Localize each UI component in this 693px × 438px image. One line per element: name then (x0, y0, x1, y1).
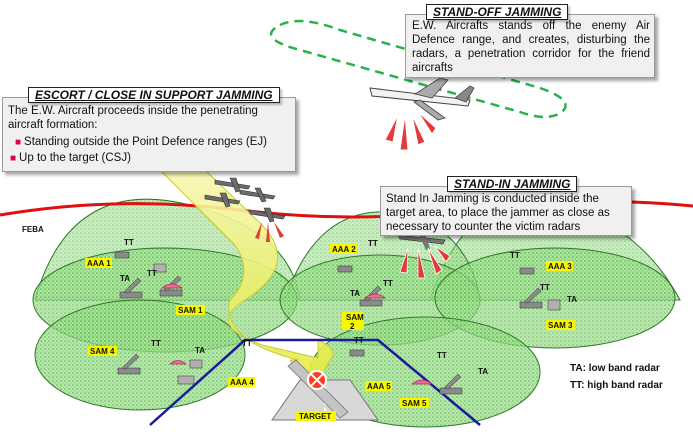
aaa3-label: AAA 3 (548, 262, 572, 271)
escort-bullet-2: ■Up to the target (CSJ) (10, 151, 131, 166)
tt-label: TT (510, 251, 520, 260)
tt-label: TT (437, 351, 447, 360)
escort-bullet-2-text: Up to the target (CSJ) (19, 152, 131, 164)
sam1-label: SAM 1 (178, 306, 203, 315)
aaa4-label: AAA 4 (230, 378, 254, 387)
launcher-icon (114, 251, 543, 395)
target-marker (307, 370, 327, 390)
escort-jamming-box: ESCORT / CLOSE IN SUPPORT JAMMING The E.… (2, 87, 296, 172)
tt-label: TT (242, 339, 252, 348)
ta-label: TA (567, 295, 577, 304)
sam2-label-text: SAM (346, 313, 364, 322)
standin-jamming-beams (399, 245, 451, 279)
escort-jamming-title: ESCORT / CLOSE IN SUPPORT JAMMING (28, 87, 280, 103)
standoff-jamming-box: STAND-OFF JAMMING E.W. Aircrafts stands … (405, 4, 655, 78)
tt-label: TT (151, 339, 161, 348)
ta-label: TA (195, 346, 205, 355)
standoff-jamming-title: STAND-OFF JAMMING (426, 4, 569, 20)
aaa5-label: AAA 5 (367, 382, 391, 391)
vehicle-icon (153, 263, 561, 385)
tt-label: TT (354, 336, 364, 345)
penetration-corridor (158, 169, 334, 393)
standoff-jamming-text: E.W. Aircrafts stands off the enemy Air … (412, 20, 650, 74)
tt-label: TT (540, 283, 550, 292)
aaa1-label: AAA 1 (87, 259, 111, 268)
sam3-label: SAM 3 (548, 321, 573, 330)
strike-formation (204, 177, 286, 223)
ta-label: TA (478, 367, 488, 376)
tt-label: TT (147, 269, 157, 278)
tt-label: TT (383, 279, 393, 288)
escort-bullet-1-text: Standing outside the Point Defence range… (24, 136, 267, 148)
sam5-label: SAM 5 (402, 399, 427, 408)
zone-sam3-ellipse (434, 247, 676, 349)
bullet-icon: ■ (15, 137, 22, 148)
weapon-site-icons (114, 251, 561, 395)
escort-jamming-intro: The E.W. Aircraft proceeds inside the pe… (8, 105, 258, 131)
tt-label: TT (124, 238, 134, 247)
standoff-ew-aircraft (369, 77, 475, 121)
radar-dish-icon (161, 283, 433, 385)
ta-label: TA (350, 289, 360, 298)
target-label: TARGET (299, 412, 331, 421)
escort-jamming-beams (255, 222, 284, 242)
bullet-icon: ■ (10, 153, 17, 164)
zone-sam4-ellipse (34, 299, 246, 411)
standoff-orbit (269, 19, 567, 119)
legend-tt: TT: high band radar (570, 380, 663, 391)
standin-aircraft (397, 233, 446, 250)
ta-label: TA (120, 274, 130, 283)
standin-jamming-title: STAND-IN JAMMING (447, 176, 578, 192)
feba-label: FEBA (22, 225, 44, 234)
standoff-jamming-beams (384, 111, 437, 151)
aaa2-label: AAA 2 (332, 245, 356, 254)
sam2-label-number: 2 (350, 322, 355, 331)
escort-bullet-1: ■Standing outside the Point Defence rang… (15, 135, 267, 150)
sam4-label: SAM 4 (90, 347, 115, 356)
tt-label: TT (368, 239, 378, 248)
standin-jamming-text: Stand In Jamming is conducted inside the… (386, 193, 610, 233)
standin-jamming-box: STAND-IN JAMMING Stand In Jamming is con… (380, 176, 632, 236)
legend-ta: TA: low band radar (570, 363, 660, 374)
